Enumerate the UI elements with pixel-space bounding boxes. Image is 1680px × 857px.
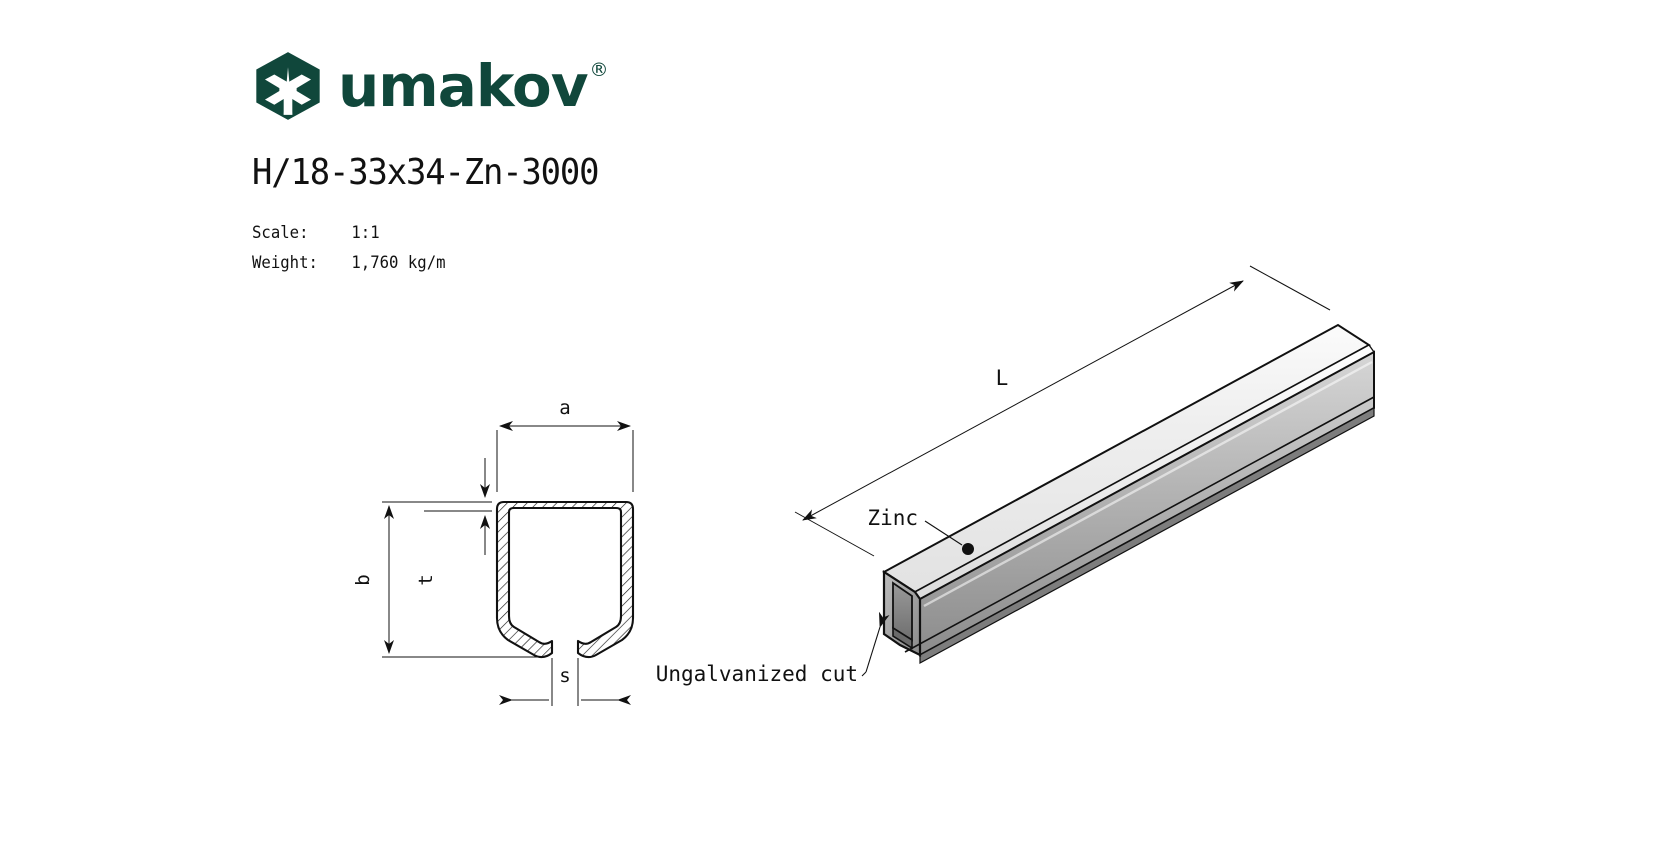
brand-logo: umakov ®	[252, 50, 609, 122]
weight-value: 1,760 kg/m	[351, 253, 446, 273]
callout-zinc-label: Zinc	[867, 506, 918, 530]
dimension-b-label: b	[352, 574, 374, 585]
dimension-a: a	[496, 397, 634, 492]
callout-ungalvanized-cut: Ungalvanized cut	[656, 611, 890, 686]
brand-wordmark: umakov ®	[338, 57, 609, 115]
weight-row: Weight: 1,760 kg/m	[252, 252, 446, 274]
umakov-hexagon-logo-icon	[256, 52, 320, 120]
dimension-s: s	[499, 658, 631, 706]
zinc-callout-dot	[962, 543, 974, 555]
page-title: H/18-33x34-Zn-3000	[252, 152, 600, 193]
dimension-t-label: t	[415, 574, 437, 585]
profile-inner-edge	[508, 512, 622, 616]
registered-trademark-symbol: ®	[589, 59, 609, 81]
brand-name: umakov	[338, 52, 589, 120]
dimension-a-label: a	[559, 397, 570, 419]
profile-section-body	[495, 500, 635, 659]
iso-bottom-slot	[904, 396, 1375, 653]
cross-section-group: a b t s	[352, 397, 635, 706]
scale-value: 1:1	[351, 223, 380, 243]
dimension-L: L	[794, 265, 1331, 557]
dimension-t: t	[415, 458, 492, 586]
callout-zinc: Zinc	[867, 506, 974, 555]
callout-ungalvanized-cut-label: Ungalvanized cut	[656, 662, 858, 686]
dimension-s-label: s	[559, 665, 570, 687]
dimension-L-label: L	[996, 366, 1009, 390]
iso-top-bevel	[914, 344, 1375, 600]
weight-label: Weight:	[252, 253, 318, 273]
scale-row: Scale: 1:1	[252, 222, 380, 244]
iso-sheen-line	[923, 360, 1373, 608]
isometric-view-group: L Zinc Ungalvanized cut	[656, 265, 1375, 686]
scale-label: Scale:	[252, 223, 309, 243]
